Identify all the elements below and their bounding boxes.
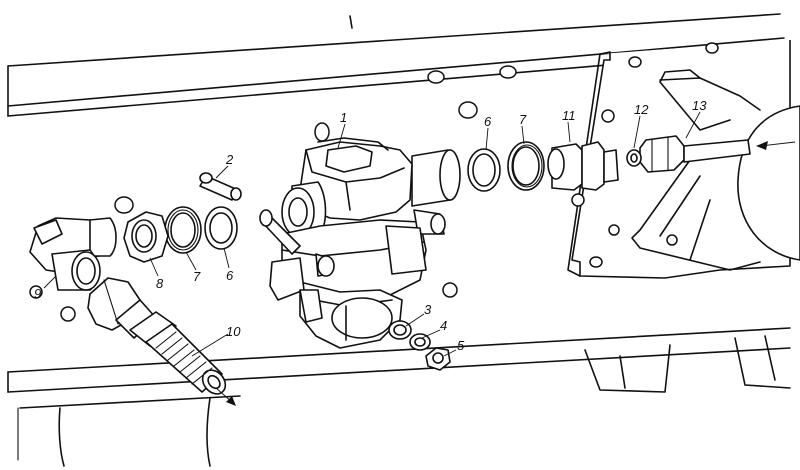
part-10-hose-fitting: [87, 277, 236, 406]
part-7-o-ring-right: [507, 141, 545, 191]
callout-7-left: 7: [193, 269, 201, 284]
callout-13: 13: [692, 98, 707, 113]
part-3-washer: [388, 320, 412, 340]
callout-6-left: 6: [226, 268, 234, 283]
part-4-washer: [409, 333, 431, 351]
rail-holes: [29, 65, 517, 322]
part-12-washer: [626, 149, 642, 167]
callout-3: 3: [424, 302, 432, 317]
callout-9: 9: [34, 286, 41, 301]
callout-5: 5: [457, 338, 465, 353]
callout-6-right: 6: [484, 114, 492, 129]
part-13-bolt: [639, 135, 751, 173]
part-1-valve-body: [259, 137, 461, 349]
callout-7-right: 7: [519, 112, 527, 127]
callout-11: 11: [562, 108, 576, 123]
part-2-pin: [199, 172, 242, 201]
part-9-elbow-fitting: [29, 217, 117, 291]
part-8-hex-nut: [123, 211, 169, 263]
part-11-union-fitting: [547, 141, 619, 191]
callout-leaders: [43, 111, 701, 357]
part-6-washer-left: [204, 206, 238, 250]
callout-10: 10: [226, 324, 241, 339]
callout-labels: 1 2 3 4 5 6 6 7 7 8 9 10 11 12 13: [34, 98, 707, 353]
callout-4: 4: [440, 318, 447, 333]
mounting-bracket: [631, 69, 800, 271]
part-6-washer-right: [467, 148, 501, 192]
callout-8: 8: [156, 276, 164, 291]
part-5-nut: [425, 347, 451, 371]
callout-12: 12: [634, 102, 649, 117]
part-7-o-ring-left: [164, 206, 202, 254]
callout-2: 2: [225, 152, 234, 167]
callout-1: 1: [340, 110, 347, 125]
